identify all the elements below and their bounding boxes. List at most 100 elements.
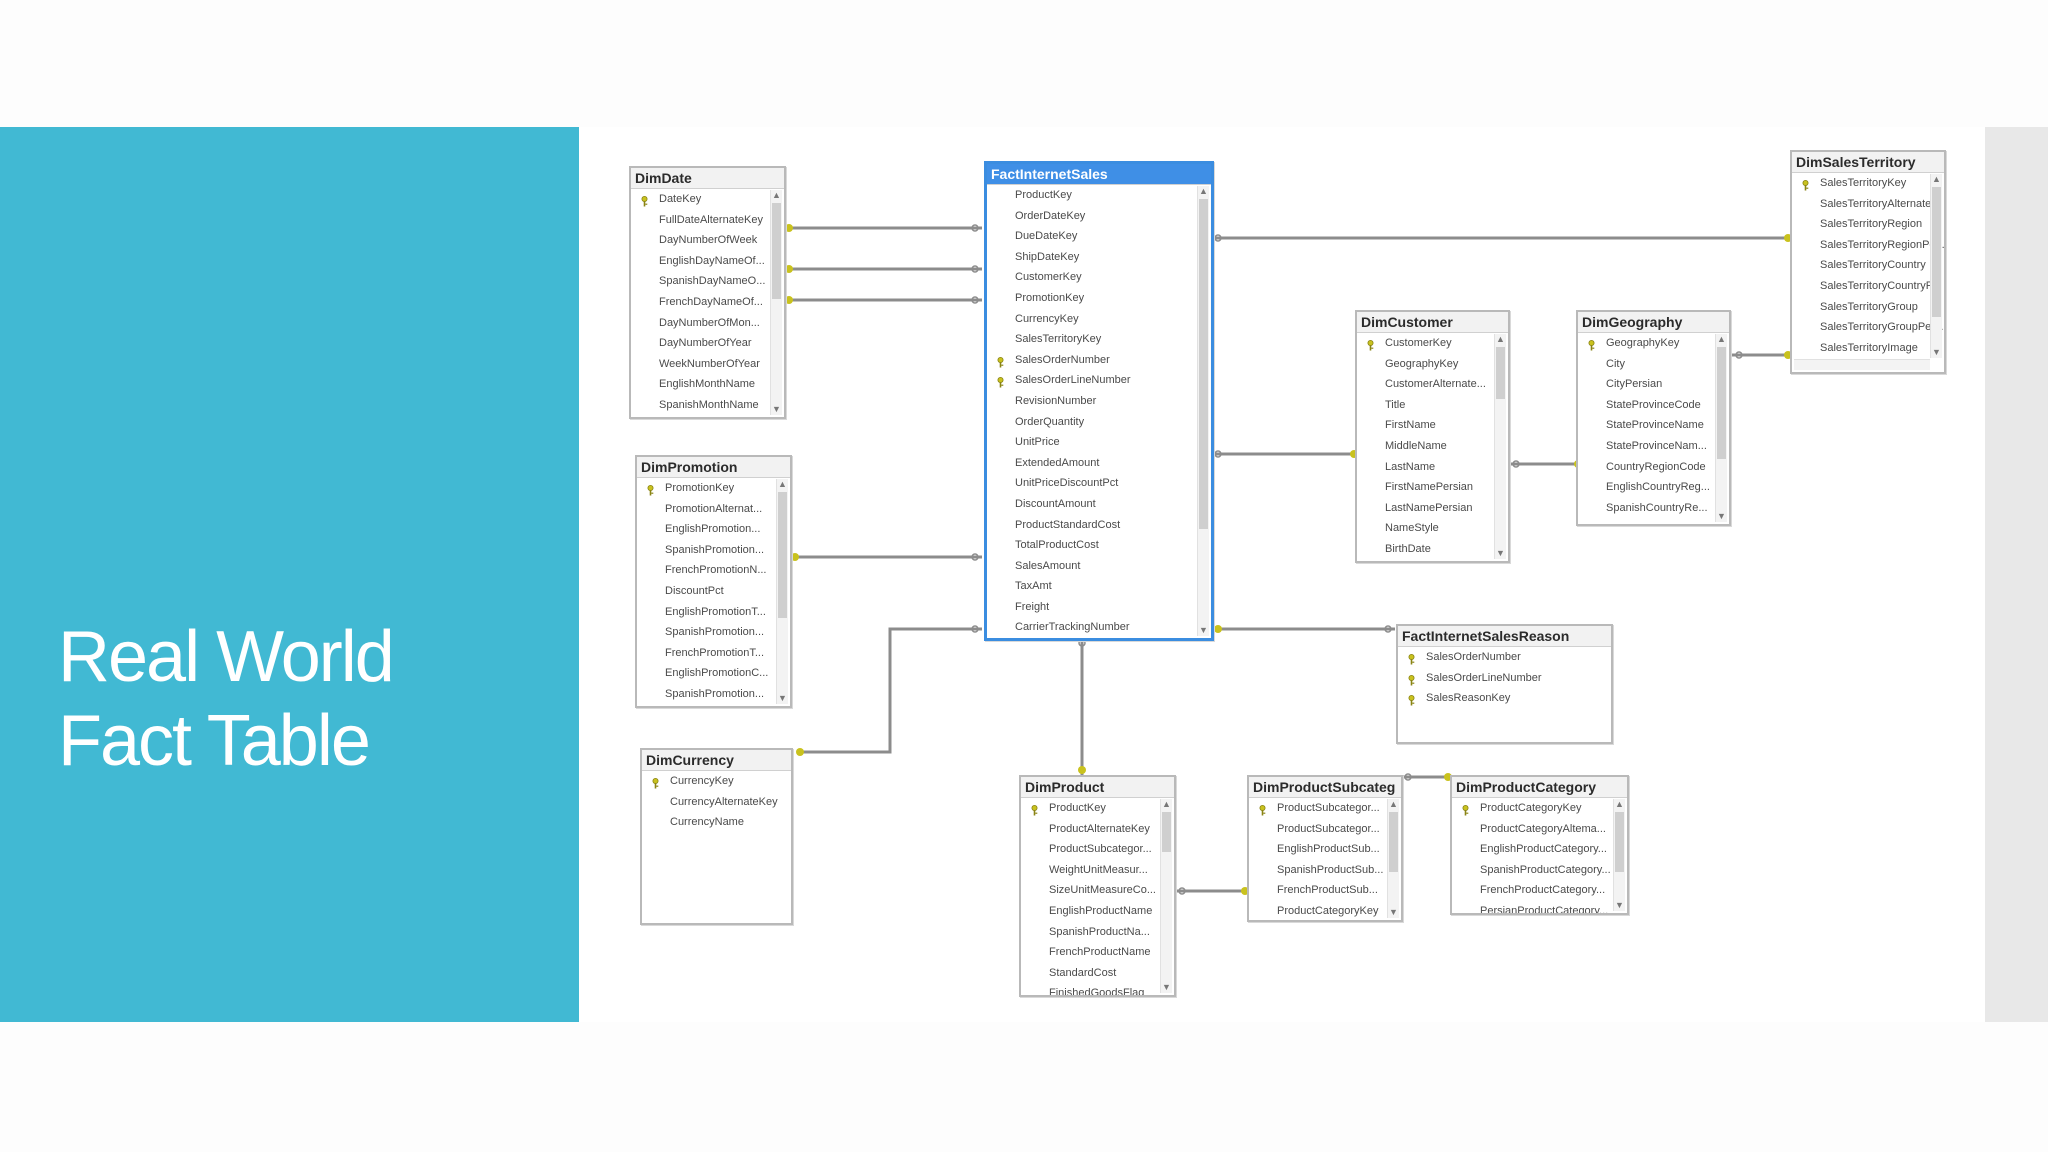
column-row[interactable]: DueDateKey <box>987 226 1211 247</box>
column-row[interactable]: MiddleName <box>1357 436 1508 457</box>
column-row[interactable]: EnglishMonthName <box>631 374 784 395</box>
column-row[interactable]: FirstNamePersian <box>1357 477 1508 498</box>
scroll-up-icon[interactable]: ▲ <box>1199 186 1208 196</box>
column-row[interactable]: SalesTerritoryImage <box>1792 338 1944 359</box>
column-row[interactable]: DayNumberOfYear <box>631 333 784 354</box>
column-row[interactable]: FrenchDayNameOf... <box>631 292 784 313</box>
column-row[interactable]: CurrencyKey <box>642 771 791 792</box>
column-row[interactable]: GeographyKey <box>1578 333 1729 354</box>
column-row[interactable]: SalesTerritoryRegion <box>1792 214 1944 235</box>
column-row[interactable]: SalesTerritoryAlternate... <box>1792 194 1944 215</box>
column-row[interactable]: OrderQuantity <box>987 412 1211 433</box>
scroll-down-icon[interactable]: ▼ <box>1389 907 1398 917</box>
vertical-scrollbar[interactable]: ▲▼ <box>1197 186 1209 636</box>
column-row[interactable]: SalesTerritoryCountryP... <box>1792 276 1944 297</box>
vertical-scrollbar[interactable]: ▲▼ <box>770 190 782 415</box>
column-row[interactable]: FrenchProductCategory... <box>1452 880 1627 901</box>
column-row[interactable]: ProductCategoryAltema... <box>1452 819 1627 840</box>
column-row[interactable]: SalesTerritoryRegionPe... <box>1792 235 1944 256</box>
column-row[interactable]: Freight <box>987 597 1211 618</box>
column-row[interactable]: SpanishPromotion... <box>637 684 790 705</box>
column-row[interactable]: ProductCategoryKey <box>1452 798 1627 819</box>
column-row[interactable]: StandardCost <box>1021 963 1174 984</box>
horizontal-scrollbar[interactable] <box>1794 359 1930 370</box>
column-row[interactable]: DiscountPct <box>637 581 790 602</box>
column-row[interactable]: CityPersian <box>1578 374 1729 395</box>
column-row[interactable]: DayNumberOfMon... <box>631 313 784 334</box>
column-row[interactable]: DateKey <box>631 189 784 210</box>
scroll-up-icon[interactable]: ▲ <box>1717 334 1726 344</box>
column-row[interactable]: SpanishMonthName <box>631 395 784 416</box>
column-row[interactable]: SpanishPromotion... <box>637 622 790 643</box>
column-row[interactable]: SalesTerritoryKey <box>987 329 1211 350</box>
column-row[interactable]: EnglishPromotionT... <box>637 602 790 623</box>
column-row[interactable]: UnitPrice <box>987 432 1211 453</box>
column-row[interactable]: ProductKey <box>987 185 1211 206</box>
vertical-scrollbar[interactable]: ▲▼ <box>1715 334 1727 522</box>
column-row[interactable]: FirstName <box>1357 415 1508 436</box>
vertical-scrollbar[interactable]: ▲▼ <box>1494 334 1506 559</box>
column-row[interactable]: EnglishCountryReg... <box>1578 477 1729 498</box>
vertical-scrollbar[interactable]: ▲▼ <box>1160 799 1172 993</box>
column-row[interactable]: SalesAmount <box>987 556 1211 577</box>
column-row[interactable]: SpanishDayNameO... <box>631 271 784 292</box>
column-row[interactable]: SizeUnitMeasureCo... <box>1021 880 1174 901</box>
column-row[interactable]: SpanishProductSub... <box>1249 860 1401 881</box>
column-row[interactable]: SalesTerritoryKey <box>1792 173 1944 194</box>
vertical-scrollbar[interactable]: ▲▼ <box>1930 174 1942 358</box>
column-row[interactable]: ShipDateKey <box>987 247 1211 268</box>
column-row[interactable]: PromotionKey <box>637 478 790 499</box>
column-row[interactable]: CarrierTrackingNumber <box>987 617 1211 638</box>
column-row[interactable]: TotalProductCost <box>987 535 1211 556</box>
column-row[interactable]: CustomerKey <box>987 267 1211 288</box>
column-row[interactable]: EnglishProductSub... <box>1249 839 1401 860</box>
column-row[interactable]: Title <box>1357 395 1508 416</box>
column-row[interactable]: CountryRegionCode <box>1578 457 1729 478</box>
column-row[interactable]: PromotionAlternat... <box>637 499 790 520</box>
scroll-down-icon[interactable]: ▼ <box>1199 625 1208 635</box>
column-row[interactable]: EnglishPromotion... <box>637 519 790 540</box>
column-row[interactable]: SalesOrderLineNumber <box>1398 668 1611 689</box>
column-row[interactable]: CustomerAlternate... <box>1357 374 1508 395</box>
scroll-down-icon[interactable]: ▼ <box>1496 548 1505 558</box>
column-row[interactable]: LastNamePersian <box>1357 498 1508 519</box>
column-row[interactable]: ProductStandardCost <box>987 515 1211 536</box>
column-row[interactable]: StateProvinceName <box>1578 415 1729 436</box>
column-row[interactable]: BirthDate <box>1357 539 1508 560</box>
column-row[interactable]: OrderDateKey <box>987 206 1211 227</box>
scroll-down-icon[interactable]: ▼ <box>1932 347 1941 357</box>
vertical-scrollbar[interactable]: ▲▼ <box>776 479 788 704</box>
column-row[interactable]: SalesOrderLineNumber <box>987 370 1211 391</box>
column-row[interactable]: SpanishProductCategory... <box>1452 860 1627 881</box>
column-row[interactable]: CurrencyName <box>642 812 791 833</box>
column-row[interactable]: ProductAlternateKey <box>1021 819 1174 840</box>
column-row[interactable]: WeightUnitMeasur... <box>1021 860 1174 881</box>
column-row[interactable]: ProductSubcategor... <box>1021 839 1174 860</box>
column-row[interactable]: StateProvinceNam... <box>1578 436 1729 457</box>
column-row[interactable]: CustomerKey <box>1357 333 1508 354</box>
column-row[interactable]: SalesReasonKey <box>1398 688 1611 709</box>
scroll-down-icon[interactable]: ▼ <box>778 693 787 703</box>
column-row[interactable]: EnglishProductCategory... <box>1452 839 1627 860</box>
column-row[interactable]: FullDateAlternateKey <box>631 210 784 231</box>
scroll-up-icon[interactable]: ▲ <box>772 190 781 200</box>
column-row[interactable]: EnglishPromotionC... <box>637 663 790 684</box>
column-row[interactable]: SalesOrderNumber <box>1398 647 1611 668</box>
column-row[interactable]: ProductCategoryKey <box>1249 901 1401 920</box>
column-row[interactable]: ProductKey <box>1021 798 1174 819</box>
column-row[interactable]: WeekNumberOfYear <box>631 354 784 375</box>
column-row[interactable]: ProductSubcategor... <box>1249 798 1401 819</box>
scroll-up-icon[interactable]: ▲ <box>1162 799 1171 809</box>
column-row[interactable]: DiscountAmount <box>987 494 1211 515</box>
scroll-up-icon[interactable]: ▲ <box>1389 799 1398 809</box>
column-row[interactable]: FinishedGoodsFlag <box>1021 983 1174 995</box>
column-row[interactable]: SpanishCountryRe... <box>1578 498 1729 519</box>
column-row[interactable]: SalesTerritoryGroupPer... <box>1792 317 1944 338</box>
scroll-down-icon[interactable]: ▼ <box>772 404 781 414</box>
column-row[interactable]: NameStyle <box>1357 518 1508 539</box>
column-row[interactable]: RevisionNumber <box>987 391 1211 412</box>
